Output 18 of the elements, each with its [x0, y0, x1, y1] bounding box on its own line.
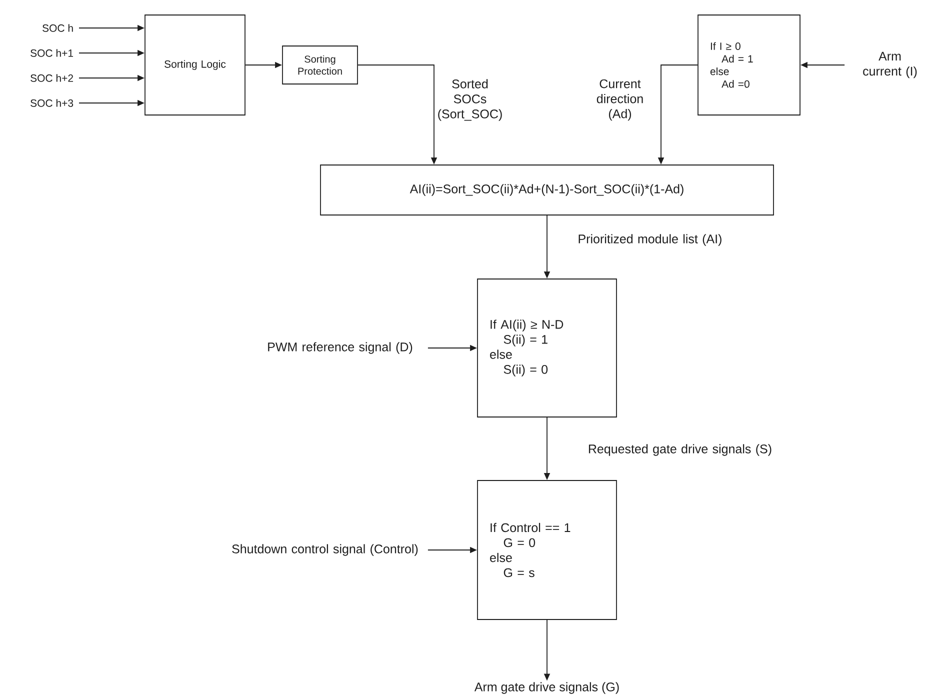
- signal-label: SOC h+1: [30, 49, 74, 57]
- edge-label: Current direction (Ad): [596, 79, 643, 121]
- signal-label: SOC h+3: [30, 99, 74, 107]
- edge-label: Requested gate drive signals (S): [588, 444, 772, 456]
- formula-box: AI(ii)=Sort_SOC(ii)*Ad+(N-1)-Sort_SOC(ii)*(1-Ad): [320, 164, 774, 216]
- condition-box: If I ≥ 0 Ad = 1 else Ad =0: [698, 14, 800, 116]
- condition-box: If Control == 1 G = 0 else G = s: [477, 480, 617, 620]
- signal-label: Shutdown control signal (Control): [232, 544, 418, 556]
- edge-label: Sorted SOCs (Sort_SOC): [438, 79, 502, 121]
- signal-label: SOC h+2: [30, 74, 73, 82]
- signal-label: PWM reference signal (D): [268, 342, 412, 354]
- process-box: Sorting Logic: [144, 14, 246, 116]
- signal-label: Arm current (I): [863, 52, 917, 78]
- edge-label: Prioritized module list (AI): [578, 234, 722, 246]
- process-box: Sorting Protection: [282, 46, 358, 84]
- signal-label: Arm gate drive signals (G): [474, 682, 619, 694]
- signal-label: SOC h: [42, 24, 73, 32]
- condition-box: If AI(ii) ≥ N-D S(ii) = 1 else S(ii) = 0: [477, 278, 617, 418]
